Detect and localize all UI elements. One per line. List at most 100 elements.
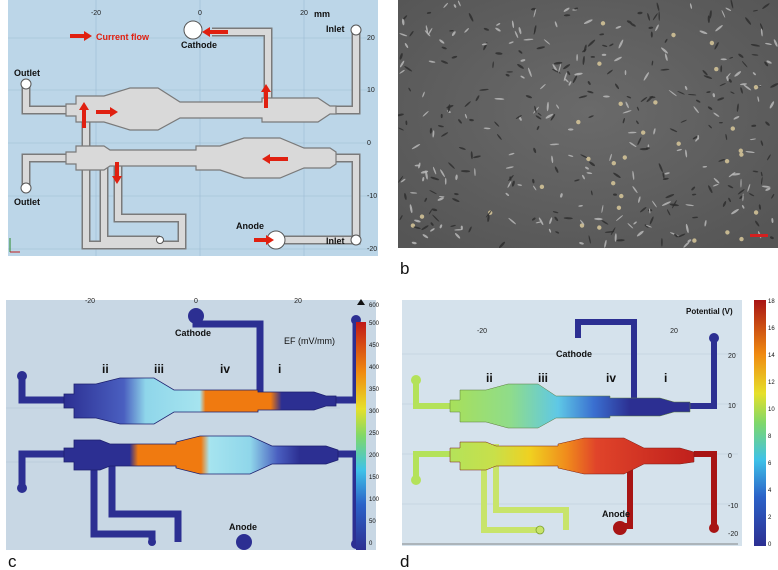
cell: [449, 30, 454, 32]
cell: [448, 162, 455, 169]
cell: [563, 14, 571, 17]
cell: [437, 125, 444, 128]
cell: [410, 192, 418, 194]
panel-a: -20 0 20 mm 20 10 0 -10 -20: [0, 0, 386, 260]
cell: [741, 205, 745, 209]
cell: [618, 101, 623, 107]
cell: [633, 221, 637, 225]
cell: [590, 190, 593, 196]
cell: [464, 28, 469, 33]
cell: [447, 104, 451, 113]
cell: [662, 172, 665, 179]
d-colorbar-title: Potential (V): [686, 307, 733, 316]
cell: [560, 193, 563, 198]
cell: [737, 189, 745, 195]
cell: [425, 25, 429, 34]
cell: [651, 60, 654, 66]
c-cbtick-3: 400: [369, 365, 380, 371]
cell: [752, 170, 759, 173]
cell: [748, 193, 755, 197]
cell: [582, 174, 585, 180]
cell: [625, 101, 629, 109]
panel-d-label: d: [400, 552, 410, 570]
cell: [626, 96, 632, 99]
cell: [715, 25, 723, 32]
cell: [597, 225, 602, 230]
cell: [401, 18, 405, 26]
cell: [508, 41, 514, 44]
cell: [556, 104, 560, 109]
a-ytick-0: 20: [367, 35, 375, 42]
cell: [636, 120, 639, 125]
cell: [587, 90, 594, 94]
cell: [724, 158, 730, 164]
c-xtick-1: 0: [194, 298, 198, 305]
cell: [653, 128, 656, 135]
cell: [483, 127, 491, 130]
cell: [398, 175, 404, 183]
cell: [578, 205, 583, 207]
cell: [736, 103, 739, 112]
c-cbtick-11: 0: [369, 541, 373, 547]
cell: [725, 230, 730, 235]
cell: [751, 124, 757, 127]
cell: [578, 95, 588, 99]
d-cbtick-9: 0: [768, 542, 772, 548]
cell: [764, 61, 769, 67]
cell: [413, 226, 421, 229]
cell: [719, 83, 726, 87]
d-ytick-1: 10: [728, 403, 736, 410]
cell: [588, 235, 591, 244]
cell: [622, 155, 628, 160]
cell: [451, 55, 458, 59]
cell: [752, 72, 756, 76]
cell: [640, 96, 648, 102]
cell: [760, 28, 763, 37]
cell: [588, 115, 594, 118]
cell: [771, 193, 775, 199]
cell: [689, 3, 693, 9]
cell: [450, 224, 456, 227]
cell: [458, 119, 462, 124]
cell: [597, 61, 602, 66]
cell: [460, 225, 463, 230]
cell: [555, 231, 560, 234]
cell: [567, 128, 574, 131]
cell: [507, 181, 512, 188]
cell: [658, 163, 663, 173]
cell: [727, 185, 734, 189]
cell: [429, 127, 433, 134]
cell: [638, 196, 641, 203]
cell: [409, 204, 413, 214]
cell: [536, 125, 540, 131]
cell: [683, 241, 690, 248]
cell: [622, 117, 625, 124]
cell: [538, 217, 544, 226]
cell: [691, 186, 696, 191]
cell: [563, 64, 571, 70]
c-label-cathode: Cathode: [175, 328, 211, 338]
cell: [649, 96, 656, 99]
cell: [751, 54, 759, 56]
cell: [418, 162, 421, 169]
cell: [498, 241, 506, 249]
cell: [398, 127, 404, 131]
cell: [600, 21, 606, 26]
cell: [765, 121, 770, 126]
cell: [730, 91, 735, 94]
cell: [738, 53, 744, 58]
c-cbtick-2: 450: [369, 343, 380, 349]
cell: [399, 60, 405, 68]
cell: [424, 197, 427, 203]
cell: [429, 190, 437, 195]
cell: [432, 166, 437, 175]
d-cbtick-0: 18: [768, 299, 775, 305]
cell: [766, 60, 772, 64]
cell: [440, 169, 445, 178]
cell: [421, 225, 429, 231]
cell: [568, 154, 574, 157]
cell: [404, 192, 407, 201]
cell: [494, 121, 500, 127]
cell: [583, 19, 593, 25]
cell: [601, 220, 609, 225]
